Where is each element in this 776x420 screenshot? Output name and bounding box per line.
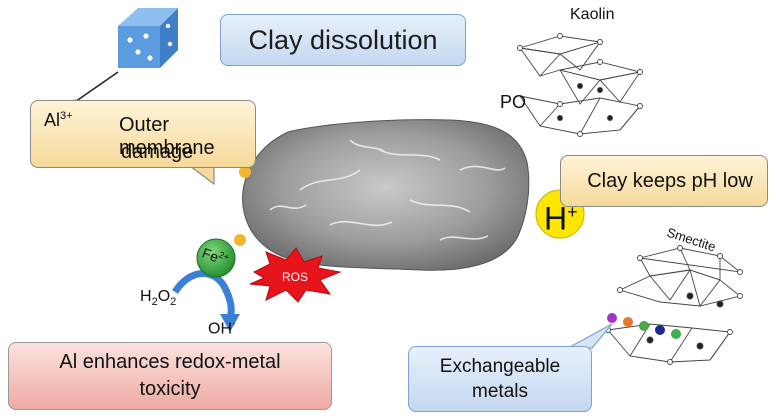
h2o2-sub2: 2 bbox=[170, 296, 177, 309]
oh-dot: · bbox=[232, 316, 236, 330]
membrane-callout-tail bbox=[188, 165, 215, 186]
metal-dots-group bbox=[607, 313, 681, 339]
h2o2-o: O bbox=[157, 288, 171, 305]
metals-callout-tail bbox=[567, 323, 613, 349]
al-redox-box: Al enhances redox-metal toxicity bbox=[8, 342, 332, 410]
h-ion-charge: + bbox=[567, 202, 578, 222]
clay-particle-icon bbox=[118, 8, 178, 68]
metal-dot bbox=[671, 329, 681, 339]
h2o2-h: H bbox=[140, 288, 152, 305]
h2o2-label: H2O2 bbox=[140, 288, 176, 308]
title-text: Clay dissolution bbox=[248, 24, 438, 55]
kaolin-structure-icon bbox=[517, 33, 643, 137]
title-box: Clay dissolution bbox=[220, 14, 466, 66]
fenton-arrow bbox=[172, 270, 240, 332]
cell-surface-texture bbox=[269, 139, 506, 241]
h-ion-label: H+ bbox=[544, 194, 578, 237]
smectite-structure-icon bbox=[605, 245, 743, 365]
ros-burst bbox=[249, 247, 342, 303]
ph-callout: Clay keeps pH low bbox=[560, 155, 768, 207]
metals-line2: metals bbox=[472, 381, 528, 402]
kaolin-label: Kaolin bbox=[570, 6, 615, 23]
metals-line1: Exchangeable bbox=[439, 356, 561, 377]
metal-dot bbox=[607, 313, 617, 323]
fe-ion bbox=[196, 238, 236, 278]
bacterium-cell bbox=[242, 119, 530, 271]
po-label: PO bbox=[500, 92, 527, 112]
membrane-callout: Outer membrane damage bbox=[30, 100, 256, 168]
metal-dot bbox=[655, 325, 665, 335]
metal-dot bbox=[639, 321, 649, 331]
metal-dot bbox=[623, 317, 633, 327]
oh-radical-label: OH· bbox=[208, 316, 236, 338]
membrane-contact-dot bbox=[239, 166, 251, 178]
al-ion-base: Al bbox=[44, 110, 61, 130]
al-ion-label: Al3+ bbox=[44, 110, 73, 131]
metals-callout: Exchangeable metals bbox=[408, 346, 592, 412]
al-redox-line2: toxicity bbox=[139, 378, 201, 400]
ph-text: Clay keeps pH low bbox=[587, 169, 753, 192]
membrane-line1: Outer membrane bbox=[119, 114, 215, 159]
fe-contact-dot bbox=[234, 234, 246, 246]
h-ion-base: H bbox=[544, 200, 568, 237]
membrane-line2: damage bbox=[121, 141, 194, 163]
oh-text: OH bbox=[208, 320, 232, 338]
h2o2-sub1: 2 bbox=[151, 296, 158, 309]
al-ion-charge: 3+ bbox=[60, 110, 73, 122]
al-redox-line1: Al enhances redox-metal bbox=[59, 351, 281, 373]
ros-label: ROS bbox=[282, 270, 309, 284]
